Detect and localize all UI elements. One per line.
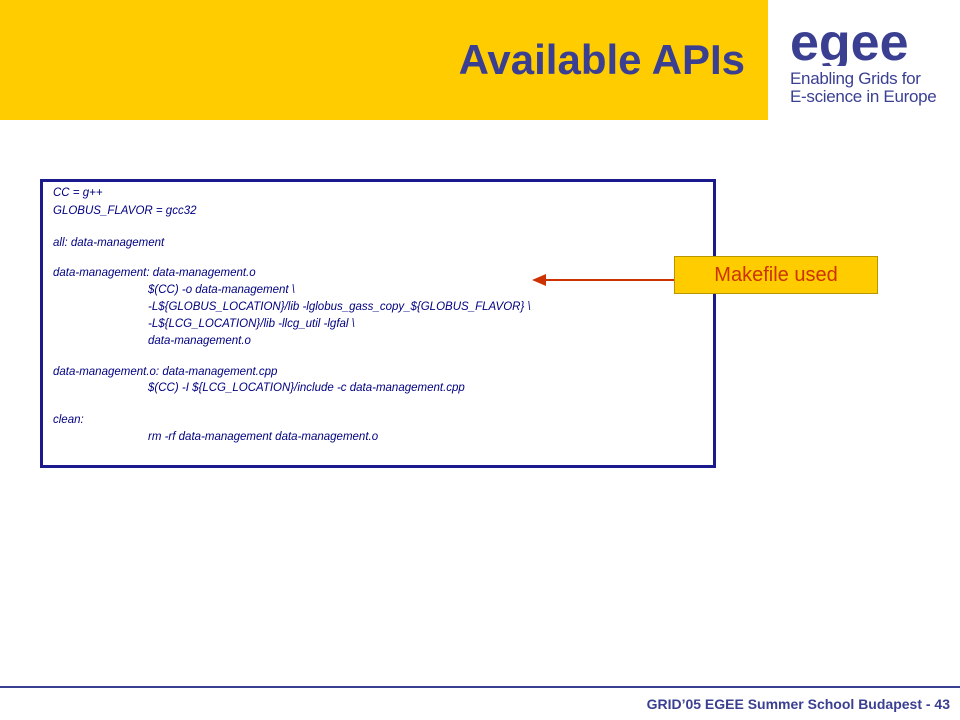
code-line: $(CC) -I ${LCG_LOCATION}/include -c data… <box>148 382 465 394</box>
callout-arrow <box>532 274 674 286</box>
logo-tagline: Enabling Grids for E-science in Europe <box>790 70 950 106</box>
code-line: rm -rf data-management data-management.o <box>148 431 379 443</box>
header-band <box>0 0 768 120</box>
logo-tagline-line1: Enabling Grids for <box>790 69 921 88</box>
code-line: data-management.o <box>148 335 251 347</box>
code-line: data-management: data-management.o <box>53 267 256 279</box>
logo-tagline-line2: E-science in Europe <box>790 87 937 106</box>
footer-divider <box>0 686 960 688</box>
code-line: GLOBUS_FLAVOR = gcc32 <box>53 205 197 217</box>
logo-mark-text: egee <box>790 18 909 66</box>
code-line: all: data-management <box>53 237 165 249</box>
egee-logo: egee Enabling Grids for E-science in Eur… <box>780 18 950 118</box>
code-line: -L${GLOBUS_LOCATION}/lib -lglobus_gass_c… <box>148 301 531 313</box>
code-line: clean: <box>53 414 84 426</box>
code-line: $(CC) -o data-management \ <box>148 284 296 296</box>
egee-logo-mark: egee <box>790 18 909 66</box>
code-line: data-management.o: data-management.cpp <box>53 366 278 378</box>
footer-text: GRID’05 EGEE Summer School Budapest - 43 <box>646 696 950 712</box>
makefile-code-box: CC = g++ GLOBUS_FLAVOR = gcc32 all: data… <box>40 179 716 468</box>
page-title: Available APIs <box>458 36 745 83</box>
code-line: -L${LCG_LOCATION}/lib -llcg_util -lgfal … <box>148 318 355 330</box>
makefile-callout: Makefile used <box>674 256 878 294</box>
code-line: CC = g++ <box>53 187 103 199</box>
